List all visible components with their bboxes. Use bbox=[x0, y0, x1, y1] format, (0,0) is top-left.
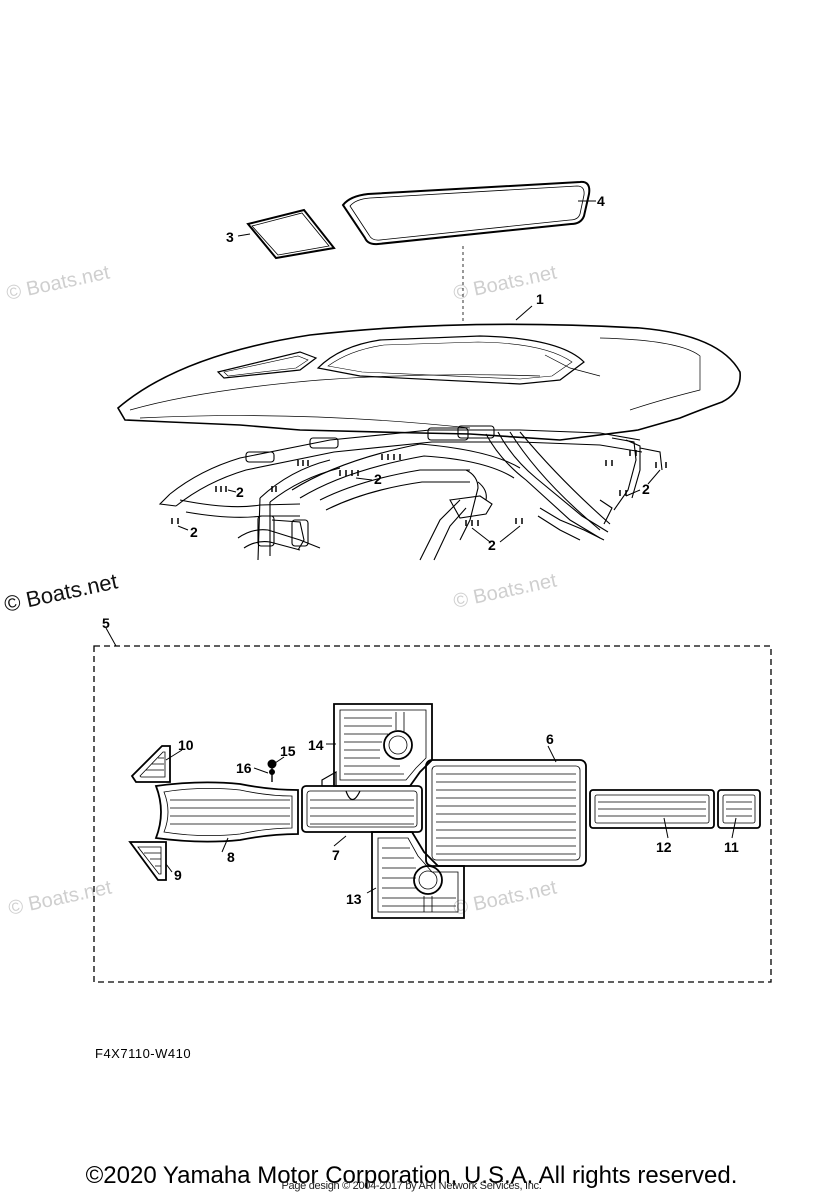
watermark: © Boats.net bbox=[4, 261, 112, 304]
page-design-notice: Page design © 2004-2017 by ARI Network S… bbox=[281, 1180, 542, 1192]
callout-14: 14 bbox=[308, 737, 324, 753]
callout-10: 10 bbox=[178, 737, 194, 753]
callout-2: 2 bbox=[190, 524, 198, 540]
part-3-small-panel bbox=[246, 208, 336, 260]
callout-16: 16 bbox=[236, 760, 252, 776]
callout-9: 9 bbox=[174, 867, 182, 883]
callout-8: 8 bbox=[227, 849, 235, 865]
callout-15: 15 bbox=[280, 743, 296, 759]
part-10-corner-mat bbox=[130, 745, 171, 783]
part-8-bow-mat bbox=[154, 781, 299, 843]
callout-2: 2 bbox=[642, 481, 650, 497]
part-1-tower-top bbox=[116, 323, 741, 441]
callout-12: 12 bbox=[656, 839, 672, 855]
diagram-code: F4X7110-W410 bbox=[95, 1046, 192, 1061]
watermark-main: © Boats.net bbox=[2, 568, 120, 616]
callout-2: 2 bbox=[236, 484, 244, 500]
part-12-strip-mat bbox=[589, 789, 715, 829]
callout-2: 2 bbox=[374, 471, 382, 487]
part-13-lower-mat bbox=[371, 831, 465, 919]
part-6-main-mat bbox=[425, 759, 587, 867]
callout-2: 2 bbox=[488, 537, 496, 553]
callout-11: 11 bbox=[724, 839, 739, 855]
leader-lines bbox=[105, 200, 737, 894]
callout-7: 7 bbox=[332, 847, 340, 863]
part-14-upper-mat bbox=[321, 703, 433, 787]
copyright-notice: ©2020 Yamaha Motor Corporation, U.S.A. A… bbox=[85, 1162, 738, 1189]
part-7-center-mat bbox=[301, 785, 423, 833]
callout-5: 5 bbox=[102, 615, 110, 631]
callout-4: 4 bbox=[597, 193, 605, 209]
callout-13: 13 bbox=[346, 891, 362, 907]
callout-3: 3 bbox=[226, 229, 234, 245]
callout-1: 1 bbox=[536, 291, 544, 307]
callout-6: 6 bbox=[546, 731, 554, 747]
watermark: © Boats.net bbox=[451, 876, 559, 919]
watermarks: © Boats.net © Boats.net © Boats.net © Bo… bbox=[2, 261, 559, 919]
callouts: 3 4 1 2 2 2 2 2 5 6 14 10 15 16 7 8 9 13… bbox=[102, 193, 739, 907]
watermark: © Boats.net bbox=[6, 876, 114, 919]
part-4-large-panel bbox=[341, 180, 591, 246]
watermark: © Boats.net bbox=[451, 569, 559, 612]
fastener-marks bbox=[171, 450, 667, 526]
part-11-small-mat bbox=[717, 789, 761, 829]
part-9-corner-mat bbox=[128, 841, 167, 881]
part-15-16-fastener bbox=[267, 759, 277, 782]
part-5-mat-kit-boundary bbox=[93, 645, 772, 983]
tower-frame bbox=[158, 425, 663, 561]
